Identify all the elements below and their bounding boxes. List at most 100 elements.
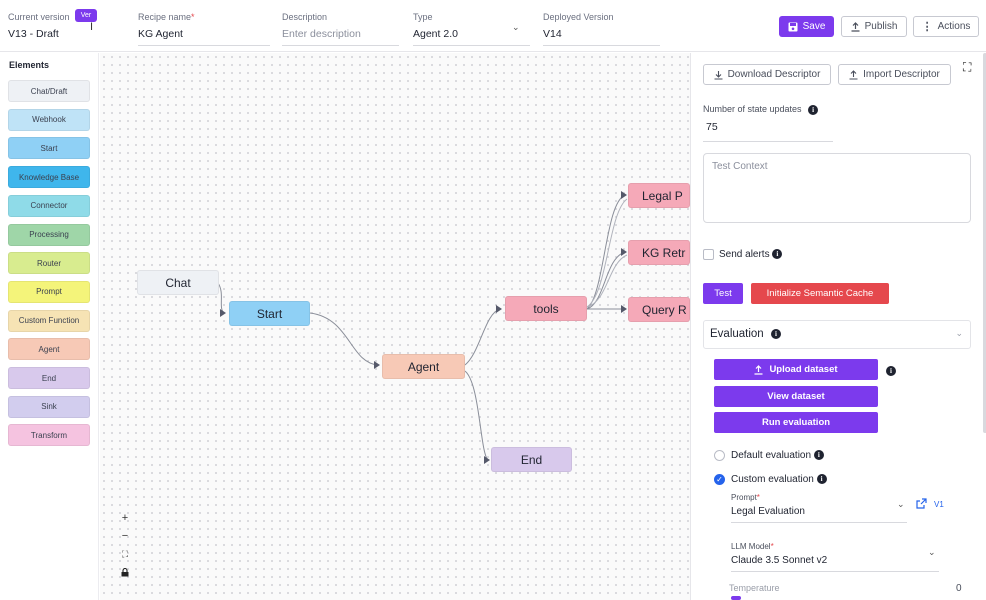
text-cursor-icon: Ι	[90, 21, 94, 33]
node-end[interactable]: End	[491, 447, 572, 472]
recipe-name-input[interactable]: KG Agent	[138, 28, 183, 40]
palette-item-label: Sink	[41, 402, 57, 412]
more-vertical-icon: ⋮	[921, 21, 933, 33]
temperature-slider[interactable]	[731, 596, 741, 600]
info-icon[interactable]: i	[886, 366, 896, 376]
lock-icon	[121, 567, 129, 576]
info-icon[interactable]: i	[808, 104, 819, 115]
node-agent[interactable]: Agent	[382, 354, 465, 379]
top-bar: Current version V13 - Draft Ver Ι Recipe…	[0, 0, 986, 52]
current-version-value: V13 - Draft	[8, 28, 59, 40]
current-version-field[interactable]: Current version V13 - Draft	[8, 12, 70, 40]
arrow-start	[220, 309, 226, 317]
type-select[interactable]: Type Agent 2.0	[413, 12, 530, 46]
actions-button[interactable]: ⋮ Actions	[913, 16, 979, 37]
palette-item-label: Custom Function	[18, 316, 80, 326]
actions-label: Actions	[937, 21, 971, 32]
properties-panel: Download Descriptor Import Descriptor ⛶ …	[690, 53, 986, 600]
upload-icon	[754, 364, 763, 375]
arrow-end	[484, 456, 490, 464]
palette-item-chat-draft[interactable]: Chat/Draft	[8, 80, 90, 102]
palette-item-transform[interactable]: Transform	[8, 424, 90, 447]
edge-start-agent	[309, 312, 379, 366]
zoom-out-button[interactable]: −	[121, 530, 129, 542]
chevron-down-icon[interactable]: ⌄	[955, 328, 963, 338]
deployed-version-field: Deployed Version V14	[543, 12, 660, 46]
evaluation-title: Evaluation	[710, 328, 764, 340]
flow-canvas[interactable]: Chat Start Agent tools End Legal P KG Re…	[100, 53, 690, 600]
edge-tools-legal-2	[586, 198, 628, 308]
palette-item-connector[interactable]: Connector	[8, 194, 90, 217]
description-field[interactable]: Description Enter description	[282, 12, 399, 46]
palette-item-label: Knowledge Base	[18, 172, 80, 182]
default-evaluation-radio[interactable]	[714, 450, 725, 461]
fit-view-button[interactable]: ⛶	[121, 548, 129, 559]
prompt-label: Prompt	[731, 493, 757, 502]
zoom-in-button[interactable]: +	[121, 512, 129, 524]
palette-item-agent[interactable]: Agent	[8, 338, 90, 361]
node-kg-retriever[interactable]: KG Retr	[628, 240, 690, 265]
palette-item-custom-function[interactable]: Custom Function	[8, 309, 90, 332]
import-icon	[849, 69, 858, 80]
fullscreen-icon[interactable]: ⛶	[963, 60, 972, 74]
palette-item-prompt[interactable]: Prompt	[8, 280, 90, 303]
upload-icon	[851, 21, 860, 32]
state-updates-label: Number of state updates	[703, 104, 802, 114]
palette-item-knowledge-base[interactable]: Knowledge Base	[8, 166, 90, 189]
download-descriptor-button[interactable]: Download Descriptor	[703, 64, 831, 85]
node-legal-prompt[interactable]: Legal P	[628, 183, 690, 208]
prompt-select[interactable]: Legal Evaluation	[731, 506, 805, 517]
node-start[interactable]: Start	[229, 301, 310, 326]
chevron-down-icon[interactable]: ⌄	[512, 22, 520, 32]
description-input[interactable]: Enter description	[282, 28, 361, 40]
external-link-icon[interactable]	[916, 498, 927, 509]
chevron-down-icon[interactable]: ⌄	[897, 499, 905, 509]
prompt-version-link[interactable]: V1	[934, 500, 944, 509]
palette-item-router[interactable]: Router	[8, 252, 90, 275]
palette-item-label: Router	[36, 258, 61, 268]
send-alerts-checkbox[interactable]	[703, 249, 714, 260]
palette-item-label: Webhook	[32, 115, 66, 125]
recipe-name-label: Recipe name	[138, 12, 192, 22]
save-button[interactable]: Save	[779, 16, 834, 37]
palette-item-webhook[interactable]: Webhook	[8, 108, 90, 131]
info-icon[interactable]: i	[770, 328, 781, 339]
custom-evaluation-radio[interactable]: ✓	[714, 474, 725, 485]
publish-label: Publish	[864, 21, 898, 32]
info-icon[interactable]: i	[816, 474, 827, 485]
import-descriptor-button[interactable]: Import Descriptor	[838, 64, 951, 85]
node-tools[interactable]: tools	[505, 296, 587, 321]
palette-item-label: Chat/Draft	[30, 86, 68, 96]
publish-button[interactable]: Publish	[841, 16, 907, 37]
palette-item-processing[interactable]: Processing	[8, 223, 90, 246]
info-icon[interactable]: i	[813, 450, 824, 461]
info-icon[interactable]: i	[772, 249, 783, 260]
palette-item-label: Processing	[29, 230, 69, 239]
lock-button[interactable]	[116, 564, 134, 580]
run-evaluation-button[interactable]: Run evaluation	[714, 412, 878, 433]
version-badge[interactable]: Ver	[75, 9, 97, 22]
save-label: Save	[802, 21, 826, 32]
palette-item-end[interactable]: End	[8, 367, 90, 389]
llm-model-select[interactable]: Claude 3.5 Sonnet v2	[731, 555, 828, 566]
initialize-semantic-cache-button[interactable]: Initialize Semantic Cache	[751, 283, 889, 304]
node-query-rewriter[interactable]: Query R	[628, 297, 690, 322]
type-value: Agent 2.0	[413, 28, 458, 40]
state-updates-input[interactable]: 75	[706, 121, 718, 133]
arrow-kg	[621, 248, 627, 256]
upload-dataset-button[interactable]: Upload dataset	[714, 359, 878, 380]
edge-tools-kg	[586, 251, 626, 310]
evaluation-section-header[interactable]: Evaluation i ⌄	[703, 320, 971, 349]
test-context-textarea[interactable]: Test Context	[703, 153, 971, 223]
palette-item-sink[interactable]: Sink	[8, 395, 90, 418]
test-button[interactable]: Test	[703, 283, 743, 304]
recipe-name-field[interactable]: Recipe name* KG Agent	[138, 12, 270, 46]
palette-item-start[interactable]: Start	[8, 137, 90, 160]
palette-item-label: Connector	[30, 201, 68, 211]
panel-scrollbar[interactable]	[983, 53, 986, 433]
node-chat[interactable]: Chat	[137, 270, 219, 295]
palette-item-label: Prompt	[36, 287, 62, 297]
view-dataset-button[interactable]: View dataset	[714, 386, 878, 407]
chevron-down-icon[interactable]: ⌄	[928, 547, 936, 557]
